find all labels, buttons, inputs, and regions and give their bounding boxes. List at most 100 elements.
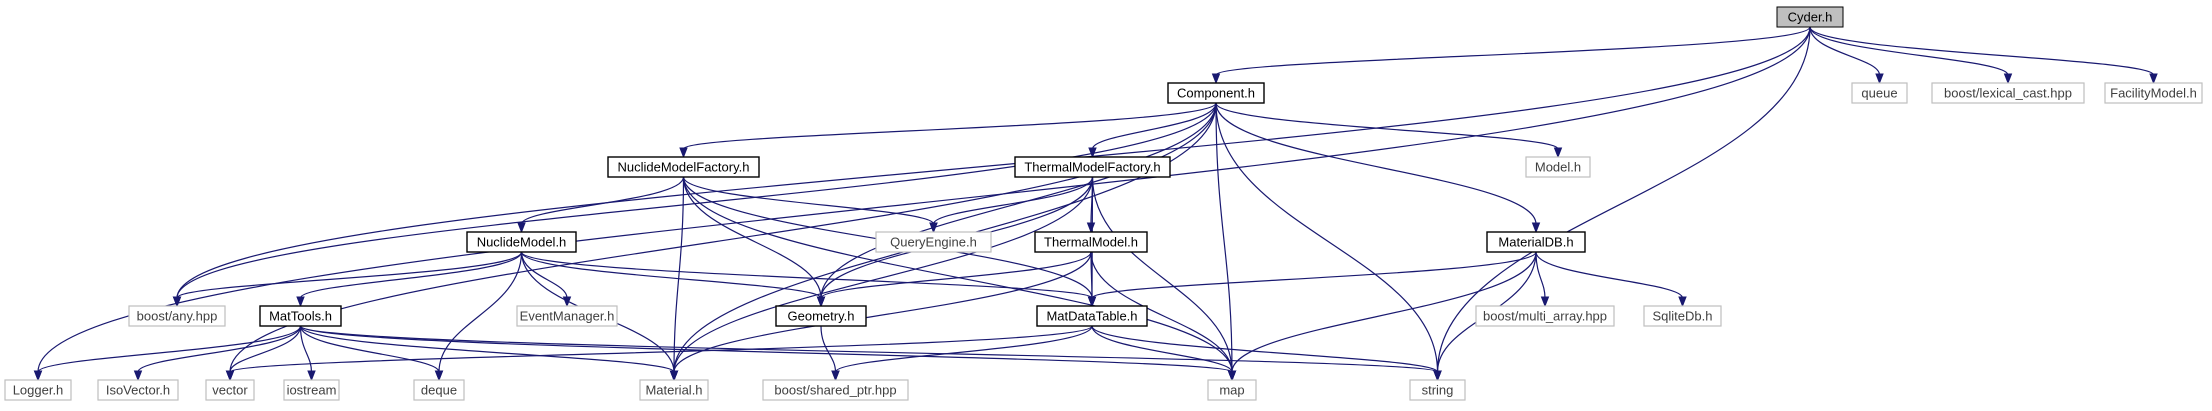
node-nuclidemodel[interactable]: NuclideModel.h <box>466 231 577 253</box>
edge-component-to-model <box>1215 102 1559 150</box>
edge-mattools-to-logger <box>37 325 302 373</box>
node-label-matdatatable: MatDataTable.h <box>1046 309 1137 324</box>
node-model: Model.h <box>1525 156 1591 178</box>
edge-nuclidefactory-to-queryengine <box>682 176 935 225</box>
node-label-cyder: Cyder.h <box>1788 10 1833 25</box>
edge-matdatatable-to-vector <box>229 325 1093 373</box>
edge-materialdb-to-sqlitedb <box>1535 251 1684 299</box>
node-map: map <box>1207 379 1257 401</box>
node-thermalfactory[interactable]: ThermalModelFactory.h <box>1014 156 1171 178</box>
edge-arrow-component-to-materialdb <box>1531 222 1541 234</box>
edge-component-to-string <box>1215 102 1439 373</box>
node-box-iostream <box>283 379 340 401</box>
edge-mattools-to-material <box>299 325 675 373</box>
node-box-thermalmodel[interactable] <box>1034 231 1148 253</box>
node-label-map: map <box>1219 383 1244 398</box>
node-materialdb[interactable]: MaterialDB.h <box>1486 231 1586 253</box>
node-mattools[interactable]: MatTools.h <box>259 305 342 327</box>
node-nuclidefactory[interactable]: NuclideModelFactory.h <box>607 156 760 178</box>
node-box-logger <box>4 379 72 401</box>
edges-layer <box>33 26 2158 382</box>
edge-arrow-materialdb-to-sqlitedb <box>1678 296 1687 308</box>
node-box-geometry[interactable] <box>775 305 867 327</box>
node-box-matdatatable[interactable] <box>1036 305 1148 327</box>
node-box-model <box>1525 156 1591 178</box>
node-label-queue: queue <box>1861 86 1897 101</box>
node-label-model: Model.h <box>1535 160 1581 175</box>
node-string: string <box>1409 379 1466 401</box>
edge-arrow-thermalfactory-to-queryengine <box>929 222 938 234</box>
node-box-nuclidefactory[interactable] <box>607 156 760 178</box>
edge-component-to-boostany <box>176 102 1217 299</box>
node-sqlitedb: SqliteDb.h <box>1643 305 1722 327</box>
node-matdatatable[interactable]: MatDataTable.h <box>1036 305 1148 327</box>
edge-cyder-to-queue <box>1809 26 1881 76</box>
node-label-sharedptr: boost/shared_ptr.hpp <box>774 383 896 398</box>
node-label-nuclidemodel: NuclideModel.h <box>477 235 567 250</box>
node-label-logger: Logger.h <box>13 383 64 398</box>
node-multiarray: boost/multi_array.hpp <box>1475 305 1615 327</box>
node-label-lexical: boost/lexical_cast.hpp <box>1944 86 2072 101</box>
edge-materialdb-to-map <box>1231 251 1537 373</box>
node-box-sqlitedb <box>1643 305 1722 327</box>
edge-arrow-mattools-to-iostream <box>307 370 316 382</box>
node-label-nuclidefactory: NuclideModelFactory.h <box>618 160 750 175</box>
node-box-multiarray <box>1475 305 1615 327</box>
node-component[interactable]: Component.h <box>1167 82 1265 104</box>
edge-arrow-mattools-to-isovector <box>133 370 143 382</box>
edge-arrow-cyder-to-queue <box>1875 73 1884 85</box>
node-label-string: string <box>1422 383 1454 398</box>
node-label-sqlitedb: SqliteDb.h <box>1653 309 1713 324</box>
node-box-cyder[interactable] <box>1776 6 1844 28</box>
node-label-boostany: boost/any.hpp <box>137 309 218 324</box>
edge-arrow-mattools-to-deque <box>434 370 444 382</box>
node-queryengine: QueryEngine.h <box>875 231 992 253</box>
edge-materialdb-to-matdatatable <box>1091 251 1537 299</box>
edge-arrow-matdatatable-to-vector <box>225 370 235 382</box>
node-box-map <box>1207 379 1257 401</box>
edge-mattools-to-string <box>299 325 1439 373</box>
node-label-vector: vector <box>212 383 248 398</box>
edge-component-to-geometry <box>820 102 1217 299</box>
edge-nuclidemodel-to-mattools <box>299 251 523 299</box>
edge-geometry-to-sharedptr <box>820 325 837 373</box>
node-label-deque: deque <box>421 383 457 398</box>
node-box-queue <box>1851 82 1908 104</box>
edge-arrow-mattools-to-logger <box>33 370 43 382</box>
node-geometry[interactable]: Geometry.h <box>775 305 867 327</box>
edge-arrow-materialdb-to-matdatatable <box>1087 296 1097 308</box>
node-label-material: Material.h <box>645 383 702 398</box>
node-facility: FacilityModel.h <box>2104 82 2203 104</box>
node-cyder[interactable]: Cyder.h <box>1776 6 1844 28</box>
node-box-nuclidemodel[interactable] <box>466 231 577 253</box>
node-logger: Logger.h <box>4 379 72 401</box>
node-box-string <box>1409 379 1466 401</box>
node-isovector: IsoVector.h <box>97 379 179 401</box>
edge-arrow-component-to-model <box>1553 147 1563 159</box>
node-box-materialdb[interactable] <box>1486 231 1586 253</box>
node-box-component[interactable] <box>1167 82 1265 104</box>
node-label-multiarray: boost/multi_array.hpp <box>1483 309 1607 324</box>
edge-nuclidemodel-to-deque <box>438 251 523 373</box>
node-label-mattools: MatTools.h <box>269 309 332 324</box>
node-queue: queue <box>1851 82 1908 104</box>
node-label-iostream: iostream <box>287 383 337 398</box>
node-box-eventmanager <box>516 305 618 327</box>
edge-nuclidefactory-to-geometry <box>682 176 822 299</box>
node-box-sharedptr <box>762 379 909 401</box>
edge-arrow-nuclidemodel-to-mattools <box>296 296 305 308</box>
node-eventmanager: EventManager.h <box>516 305 618 327</box>
node-box-mattools[interactable] <box>259 305 342 327</box>
node-material: Material.h <box>639 379 709 401</box>
node-box-thermalfactory[interactable] <box>1014 156 1171 178</box>
edge-mattools-to-isovector <box>137 325 302 373</box>
node-box-boostany <box>128 305 226 327</box>
edge-nuclidemodel-to-boostany <box>176 251 523 299</box>
edge-cyder-to-boostany <box>176 26 1811 299</box>
node-label-geometry: Geometry.h <box>788 309 855 324</box>
edge-arrow-thermalmodel-to-geometry <box>816 296 826 308</box>
edge-nuclidemodel-to-geometry <box>520 251 822 299</box>
edge-arrow-nuclidemodel-to-boostany <box>172 296 182 308</box>
node-thermalmodel[interactable]: ThermalModel.h <box>1034 231 1148 253</box>
edge-cyder-to-facility <box>1809 26 2155 76</box>
